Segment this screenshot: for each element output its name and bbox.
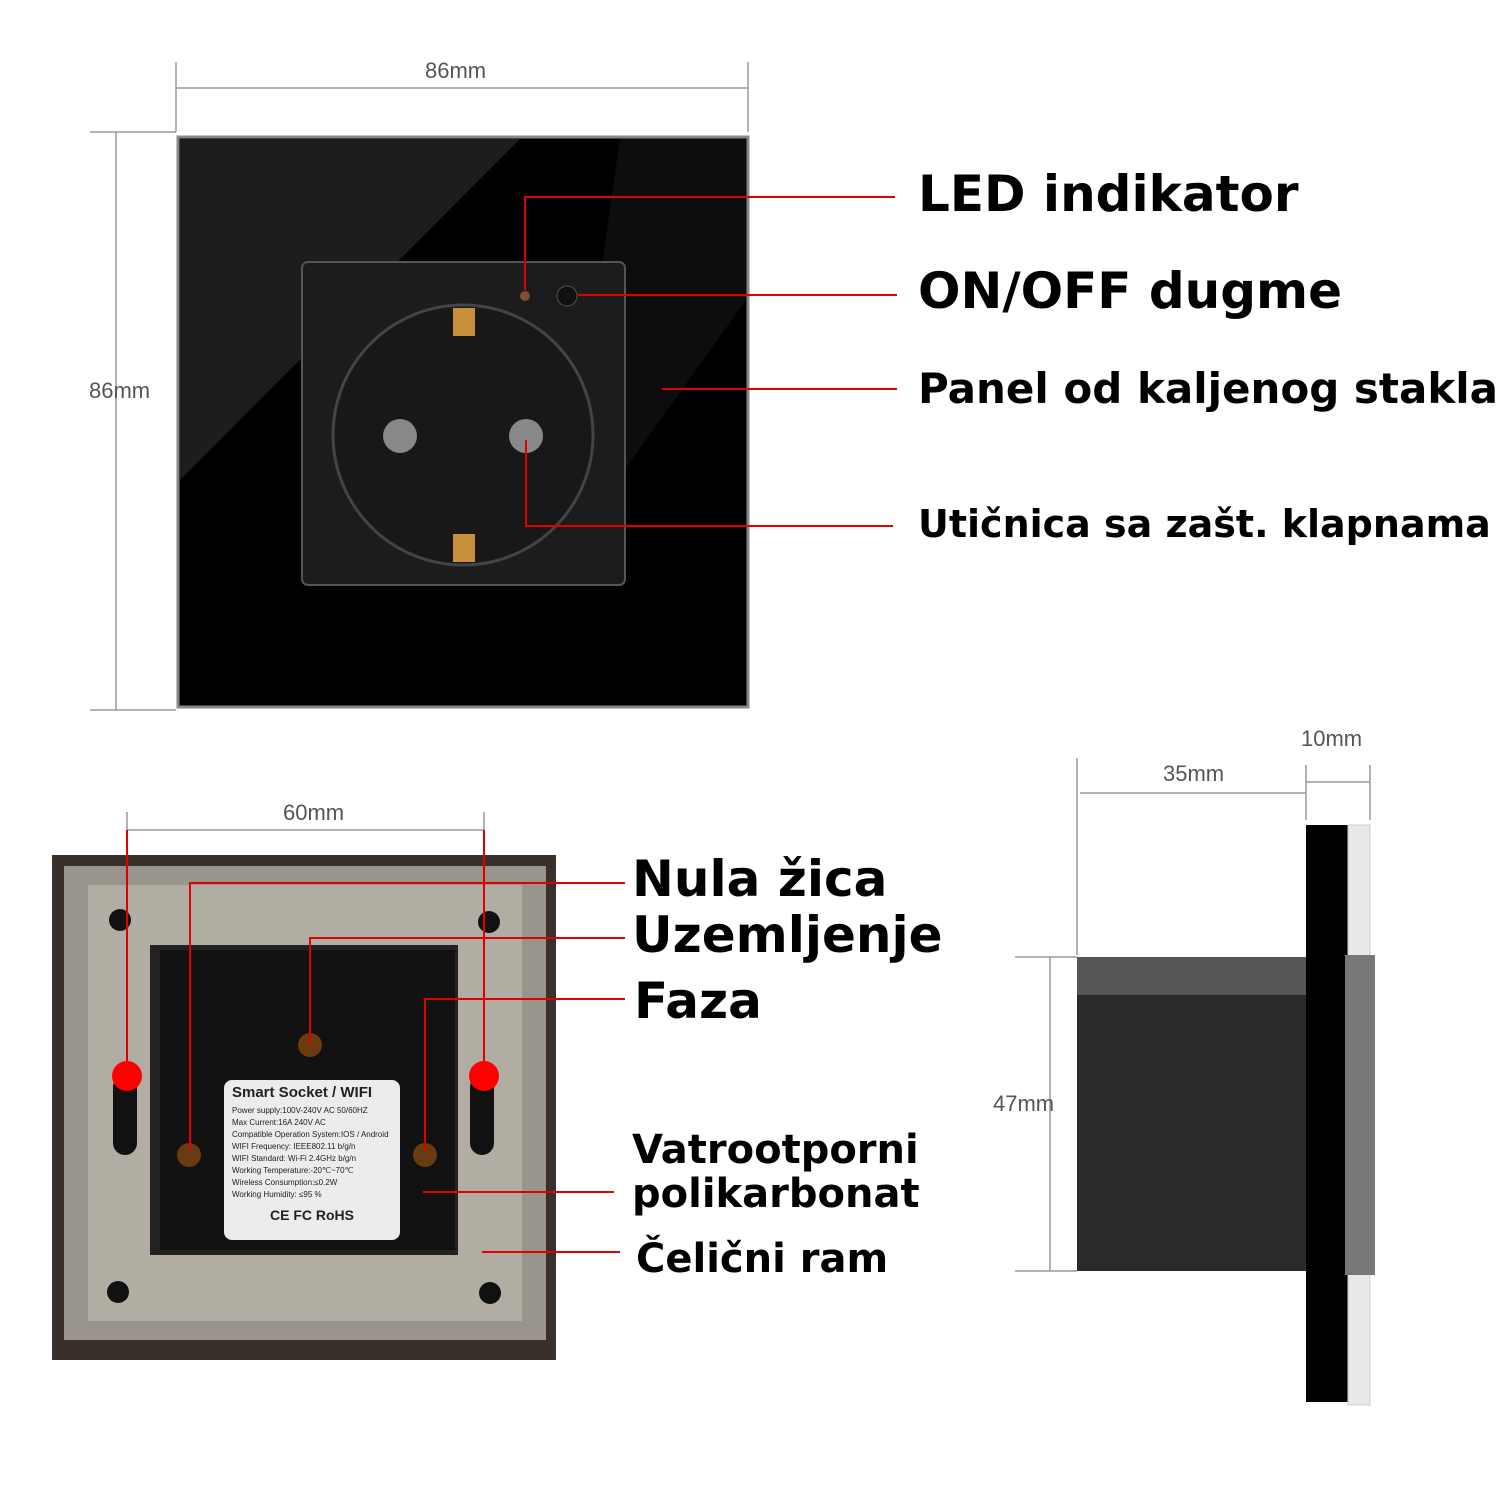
neutral-marker-dot	[112, 1061, 142, 1091]
spec-label-title: Smart Socket / WIFI	[232, 1084, 373, 1101]
label-led-indicator: LED indikator	[918, 165, 1299, 223]
side-dimension-lines	[1015, 758, 1371, 1272]
led-indicator	[520, 291, 530, 301]
side-panel-dimension: 10mm	[1301, 726, 1363, 751]
spec-line: Working Humidity: ≤95 %	[232, 1190, 322, 1199]
label-steel-frame: Čelični ram	[636, 1236, 889, 1282]
spec-line: Working Temperature:-20℃~70℃	[232, 1166, 354, 1175]
side-depth-dimension: 35mm	[1163, 761, 1225, 786]
front-width-dimension: 86mm	[425, 58, 487, 83]
label-phase: Faza	[634, 972, 762, 1030]
side-height-dimension: 47mm	[993, 1091, 1055, 1116]
spec-line: WIFI Standard: Wi-Fi 2.4GHz b/g/n	[232, 1154, 357, 1163]
back-callout-lines	[126, 830, 625, 1253]
spec-line: Power supply:100V-240V AC 50/60HZ	[232, 1106, 368, 1115]
front-height-dimension: 86mm	[89, 378, 151, 403]
certification-marks: CE FC RoHS	[270, 1207, 354, 1223]
spec-line: Compatible Operation System:IOS / Androi…	[232, 1130, 389, 1139]
side-view	[1077, 824, 1375, 1406]
label-fireproof-polycarbonate: Vatrootporni polikarbonat	[632, 1127, 920, 1217]
spec-line: WIFI Frequency: IEEE802.11 b/g/n	[232, 1142, 356, 1151]
front-callout-lines	[524, 196, 897, 527]
label-shuttered-socket: Utičnica sa zašt. klapnama	[918, 502, 1491, 546]
front-panel	[176, 135, 750, 709]
front-dimension-lines	[90, 62, 749, 711]
on-off-button	[556, 285, 578, 307]
label-neutral-wire: Nula žica	[632, 850, 888, 908]
spec-line: Wireless Consumption:≤0.2W	[232, 1178, 338, 1187]
back-width-dimension: 60mm	[283, 800, 345, 825]
label-ground: Uzemljenje	[632, 906, 943, 964]
product-spec-label: Smart Socket / WIFI Power supply:100V-24…	[224, 1080, 400, 1240]
spec-line: Max Current:16A 240V AC	[232, 1118, 326, 1127]
label-tempered-glass-panel: Panel od kaljenog stakla	[918, 364, 1499, 413]
phase-marker-dot	[469, 1061, 499, 1091]
label-on-off-button: ON/OFF dugme	[918, 262, 1343, 320]
